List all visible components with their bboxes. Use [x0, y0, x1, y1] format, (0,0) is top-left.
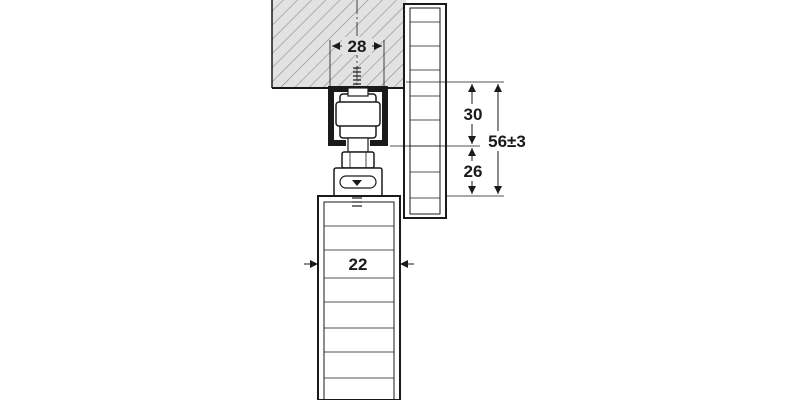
dimension-track-width: 28: [329, 37, 385, 86]
door-outline: [317, 195, 401, 400]
door-bracket: [333, 167, 383, 197]
track-channel: [328, 86, 388, 146]
side-panel: [403, 3, 447, 219]
fixing-screw: [353, 67, 361, 85]
door-leaf: [317, 195, 401, 400]
roller-carriage: [335, 87, 381, 139]
dimension-door-thickness: 22: [304, 254, 414, 274]
dimension-upper-height: 30: [460, 84, 486, 144]
bolt-shaft: [347, 137, 369, 153]
roller-wheels: [335, 101, 381, 127]
carriage-top: [347, 87, 369, 97]
dim-label-lower-height: 26: [464, 162, 483, 181]
side-panel-ribs: [410, 21, 440, 199]
dimension-extension-lines: [390, 81, 504, 197]
door-screw: [352, 197, 362, 207]
dimension-total-height: 56±3: [484, 84, 532, 194]
bracket-indicator: [352, 180, 362, 186]
door-ribs: [324, 225, 394, 379]
track-profile: [328, 86, 388, 146]
dim-label-total-height: 56±3: [488, 132, 526, 151]
dimension-lower-height: 26: [460, 148, 486, 194]
adjustment-nut: [341, 151, 375, 169]
dim-label-track-width: 28: [348, 37, 367, 56]
hanger-bolt: [341, 137, 375, 169]
side-panel-inner: [409, 7, 441, 215]
dim-label-upper-height: 30: [464, 105, 483, 124]
dim-label-door-thickness: 22: [349, 255, 368, 274]
side-panel-outline: [403, 3, 447, 219]
